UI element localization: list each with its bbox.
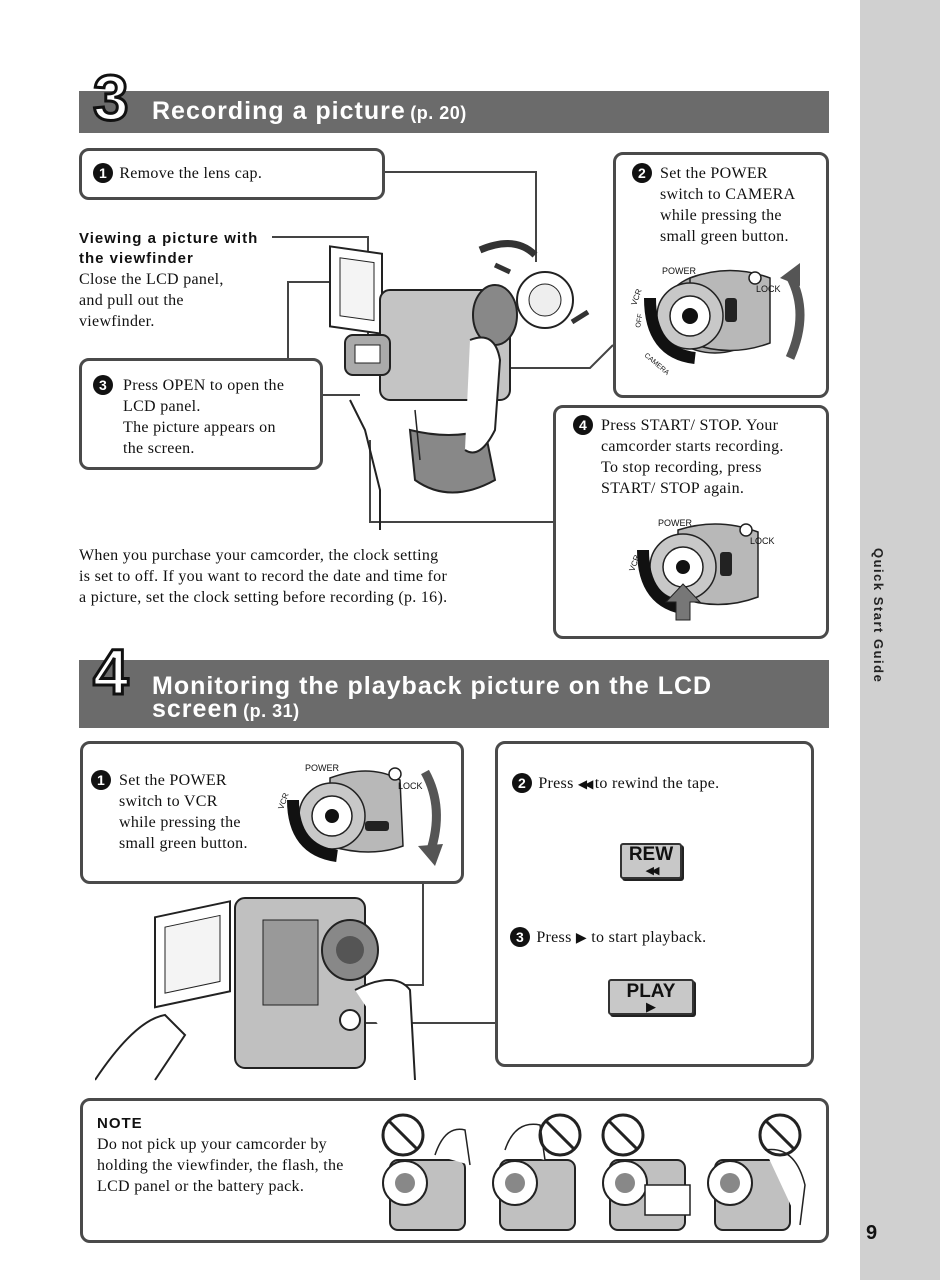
section3-step2-line4: small green button. (660, 228, 789, 245)
rew-button[interactable]: REW ◀◀ (620, 843, 682, 879)
note-line3: LCD panel or the battery pack. (97, 1178, 305, 1195)
viewfinder-title-line2: the viewfinder (79, 250, 194, 267)
section3-step2-line2: switch to CAMERA (660, 186, 796, 203)
step-number-badge: 2 (632, 163, 652, 183)
section4-step2: 2 Press ◀◀ to rewind the tape. (512, 773, 802, 795)
section3-step3-line2: LCD panel. (123, 398, 201, 415)
prohibited-viewfinder-illustration (381, 1113, 471, 1231)
section4-step1-line3: while pressing the (119, 814, 241, 831)
power-dial-vcr-illustration: POWER LOCK VCR (276, 763, 443, 866)
section3-step3: 3 Press OPEN to open the LCD panel. The … (93, 375, 318, 459)
play-symbol-icon: ▶ (575, 930, 587, 946)
section3-step1-text: Remove the lens cap. (119, 165, 263, 182)
dial-vcr-label: VCR (630, 288, 644, 307)
viewfinder-instructions: Viewing a picture with the viewfinder Cl… (79, 229, 279, 332)
section4-step1-line1: Set the POWER (119, 772, 227, 789)
section4-header-bar (79, 660, 829, 728)
section4-step1-line4: small green button. (119, 835, 248, 852)
clock-note-line1: When you purchase your camcorder, the cl… (79, 547, 439, 564)
section3-step4-line3: To stop recording, press (601, 459, 762, 476)
section3-step1: 1 Remove the lens cap. (93, 163, 262, 184)
play-icon: ▶ (646, 1000, 656, 1015)
camcorder-playback-illustration (95, 897, 416, 1081)
do-not-pick-up-illustrations (381, 1113, 806, 1231)
play-button-label: PLAY (626, 981, 676, 1002)
dial-off-label: OFF (635, 313, 644, 328)
step-number-badge: 1 (91, 770, 111, 790)
section3-step4-line2: camcorder starts recording. (601, 438, 784, 455)
viewfinder-text-line1: Close the LCD panel, (79, 271, 224, 288)
viewfinder-text-line2: and pull out the (79, 292, 184, 309)
section3-step2-line3: while pressing the (660, 207, 782, 224)
section4-number: 4 (92, 636, 131, 708)
section4-title-line1: Monitoring the playback picture on the L… (152, 672, 713, 700)
prohibited-flash-illustration (492, 1113, 582, 1231)
section3-step3-line3: The picture appears on (123, 419, 276, 436)
prohibited-lcd-panel-illustration (601, 1113, 691, 1231)
section3-step4-line4: START/ STOP again. (601, 480, 745, 497)
section4-step2-post: to rewind the tape. (594, 775, 720, 792)
clock-setting-note: When you purchase your camcorder, the cl… (79, 545, 509, 608)
section3-step3-line4: the screen. (123, 440, 195, 457)
dial-lock-label: LOCK (398, 781, 423, 791)
play-button[interactable]: PLAY ▶ (608, 979, 694, 1015)
note-title: NOTE (97, 1115, 143, 1132)
section3-step4: 4 Press START/ STOP. Your camcorder star… (573, 415, 823, 499)
side-tab-label: Quick Start Guide (871, 548, 886, 684)
section4-step2-pre: Press (538, 775, 574, 792)
note-line1: Do not pick up your camcorder by (97, 1136, 327, 1153)
section3-header-bar (79, 91, 829, 133)
start-stop-dial-illustration: POWER LOCK VCR (628, 518, 775, 621)
section4-step3-pre: Press (536, 929, 572, 946)
section3-page-ref: (p. 20) (410, 103, 467, 123)
note-content: NOTE Do not pick up your camcorder by ho… (97, 1114, 387, 1197)
section3-step2-line1: Set the POWER (660, 165, 768, 182)
step-number-badge: 3 (93, 375, 113, 395)
section4-title-line2: screen (152, 695, 239, 723)
section3-step4-line1: Press START/ STOP. Your (601, 417, 779, 434)
section3-step3-box (79, 358, 323, 470)
clock-note-line2: is set to off. If you want to record the… (79, 568, 448, 585)
section4-step1: 1 Set the POWER switch to VCR while pres… (91, 770, 281, 854)
clock-note-line3: a picture, set the clock setting before … (79, 589, 448, 606)
section3-title-text: Recording a picture (152, 97, 406, 125)
dial-camera-label: CAMERA (643, 352, 671, 377)
step-number-badge: 3 (510, 927, 530, 947)
step-number-badge: 4 (573, 415, 593, 435)
section4-step3-post: to start playback. (591, 929, 707, 946)
dial-power-label: POWER (658, 518, 693, 528)
dial-power-label: POWER (662, 266, 697, 276)
step-number-badge: 1 (93, 163, 113, 183)
dial-lock-label: LOCK (756, 284, 781, 294)
section3-step2: 2 Set the POWER switch to CAMERA while p… (632, 163, 822, 247)
rewind-symbol-icon: ◀◀ (577, 777, 594, 791)
dial-lock-label: LOCK (750, 536, 775, 546)
camcorder-recording-illustration (329, 240, 590, 530)
section3-step3-line1: Press OPEN to open the (123, 377, 285, 394)
section3-title: Recording a picture (p. 20) (152, 97, 467, 125)
section3-number: 3 (92, 62, 131, 134)
viewfinder-text-line3: viewfinder. (79, 313, 155, 330)
viewfinder-title-line1: Viewing a picture with (79, 230, 259, 247)
rew-button-label: REW (628, 844, 674, 865)
prohibited-battery-pack-illustration (707, 1113, 806, 1231)
section4-step1-line2: switch to VCR (119, 793, 218, 810)
step-number-badge: 2 (512, 773, 532, 793)
section4-page-ref: (p. 31) (243, 701, 300, 721)
side-tab (860, 0, 940, 1280)
rewind-icon: ◀◀ (645, 864, 660, 877)
dial-power-label: POWER (305, 763, 340, 773)
section4-step3: 3 Press ▶ to start playback. (510, 927, 800, 949)
page-number: 9 (866, 1222, 878, 1244)
note-line2: holding the viewfinder, the flash, the (97, 1157, 344, 1174)
section3-step1-box (79, 148, 385, 200)
power-dial-camera-illustration: POWER LOCK VCR OFF CAMERA (630, 263, 805, 377)
section4-title: Monitoring the playback picture on the L… (152, 672, 822, 723)
